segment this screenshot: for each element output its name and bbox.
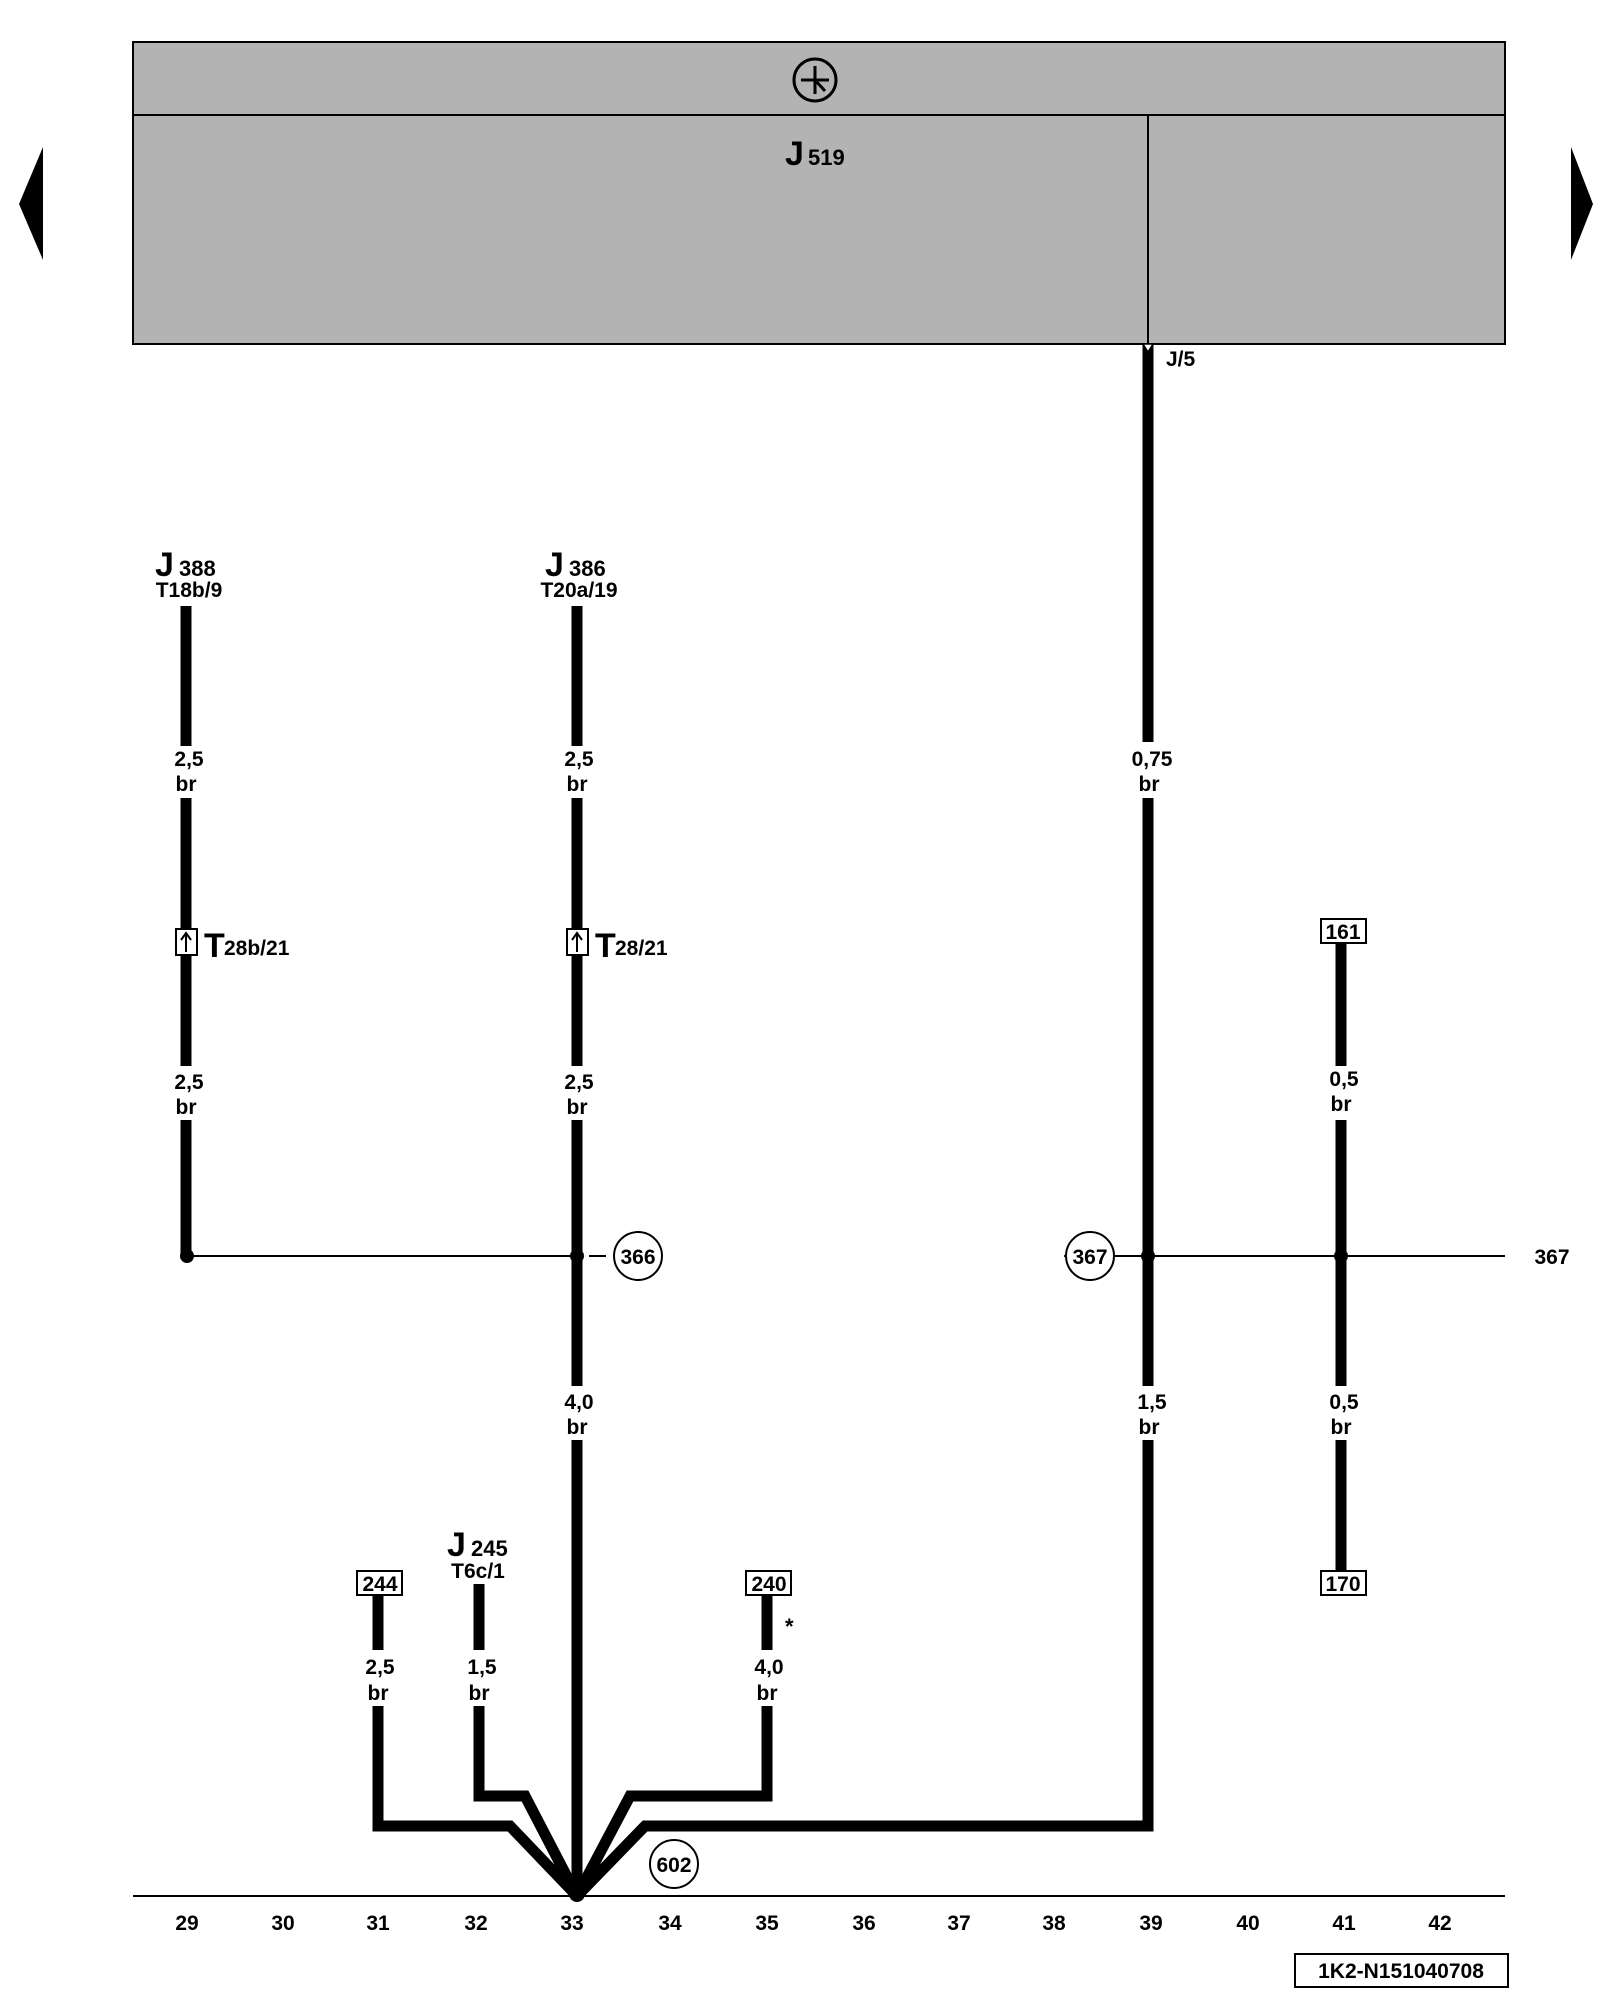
wire-size: 4,0 — [754, 1656, 783, 1679]
wire-39-bottom — [573, 1440, 1154, 1900]
next-page-icon[interactable] — [1571, 147, 1593, 260]
svg-text:366: 366 — [620, 1246, 655, 1269]
wire-color: br — [567, 1416, 588, 1439]
wire-color: br — [176, 773, 197, 796]
wire-size: 2,5 — [564, 1071, 594, 1094]
continuation-label: 367 — [1534, 1246, 1569, 1269]
wire-size: 2,5 — [564, 748, 594, 771]
track-number: 31 — [366, 1912, 390, 1935]
wire-240-bottom — [572, 1706, 773, 1899]
ground-symbol-icon — [792, 57, 838, 103]
component-number: 386 — [569, 556, 606, 581]
track-number: 36 — [852, 1912, 875, 1935]
component-pin: T18b/9 — [156, 579, 223, 602]
track-number: 29 — [175, 1912, 198, 1935]
wire-color: br — [1139, 1416, 1160, 1439]
pin-label-j5: J/5 — [1166, 348, 1196, 371]
component-j245: J 245 T6c/1 — [447, 1526, 508, 1583]
ground-point-366[interactable]: 366 — [613, 1231, 663, 1281]
reference-244[interactable]: 244 — [356, 1570, 403, 1596]
ground-point-367[interactable]: 367 — [1065, 1231, 1115, 1281]
connector-t28b: T 28b/21 — [175, 927, 290, 965]
component-pin: T20a/19 — [540, 579, 617, 602]
component-j388: J 388 T18b/9 — [155, 546, 222, 602]
wire-color: br — [469, 1682, 490, 1705]
track-number: 37 — [947, 1912, 970, 1935]
footnote-asterisk: * — [785, 1614, 794, 1639]
wire-color: br — [368, 1682, 389, 1705]
junction-dot — [180, 1249, 194, 1263]
previous-page-icon[interactable] — [19, 147, 43, 260]
component-name: J — [155, 546, 174, 584]
wire-color: br — [1331, 1093, 1352, 1116]
wire-j245-bottom — [473, 1706, 582, 1899]
junction-dot — [1141, 1249, 1155, 1263]
wire-size: 1,5 — [467, 1656, 497, 1679]
wire-size: 2,5 — [365, 1656, 395, 1679]
wire-color: br — [1139, 773, 1160, 796]
component-number: 245 — [471, 1536, 508, 1561]
component-j386: J 386 T20a/19 — [540, 546, 617, 602]
wire-size: 2,5 — [174, 748, 204, 771]
track-numbers: 29 30 31 32 33 34 35 36 37 38 39 40 41 4… — [175, 1912, 1451, 1935]
junction-dot — [1334, 1249, 1348, 1263]
wire-size: 2,5 — [174, 1071, 204, 1094]
wire-color: br — [567, 773, 588, 796]
diagram-code: 1K2-N151040708 — [1294, 1953, 1509, 1988]
wire-size: 4,0 — [564, 1391, 593, 1414]
wire-color: br — [1331, 1416, 1352, 1439]
reference-240[interactable]: 240 — [745, 1570, 792, 1596]
svg-text:170: 170 — [1325, 1573, 1360, 1596]
connector-pin: 28/21 — [615, 937, 668, 960]
component-pin: T6c/1 — [451, 1560, 505, 1583]
connector-pin: 28b/21 — [224, 937, 290, 960]
reference-161[interactable]: 161 — [1320, 918, 1367, 944]
wire-size: 0,5 — [1329, 1068, 1359, 1091]
svg-text:240: 240 — [751, 1573, 786, 1596]
wire-color: br — [567, 1096, 588, 1119]
wire-labels: 2,5 br 2,5 br 2,5 br 2,5 br 4,0 br 0,75 … — [174, 748, 1359, 1705]
control-unit-name: J — [785, 135, 804, 173]
wire-size: 0,75 — [1132, 748, 1173, 771]
connector-name: T — [595, 927, 616, 965]
connector-t28: T 28/21 — [566, 927, 668, 965]
junction-dot — [570, 1249, 584, 1263]
track-number: 41 — [1332, 1912, 1356, 1935]
track-number: 34 — [658, 1912, 682, 1935]
track-number: 30 — [271, 1912, 294, 1935]
track-number: 35 — [755, 1912, 779, 1935]
wire-size: 1,5 — [1137, 1391, 1167, 1414]
track-number: 39 — [1139, 1912, 1162, 1935]
pin-arrow-icon — [1141, 343, 1155, 354]
svg-text:602: 602 — [656, 1854, 691, 1877]
junction-dot — [569, 1886, 585, 1902]
wire-244-bottom — [372, 1706, 581, 1900]
track-number: 38 — [1042, 1912, 1066, 1935]
control-unit-box — [132, 41, 1506, 345]
track-number: 40 — [1236, 1912, 1259, 1935]
wire-size: 0,5 — [1329, 1391, 1359, 1414]
component-name: J — [545, 546, 564, 584]
svg-text:161: 161 — [1325, 921, 1360, 944]
reference-170[interactable]: 170 — [1320, 1570, 1367, 1596]
ground-point-602[interactable]: 602 — [649, 1839, 699, 1889]
control-unit-number: 519 — [808, 145, 845, 170]
svg-text:367: 367 — [1072, 1246, 1107, 1269]
track-number: 33 — [560, 1912, 583, 1935]
svg-text:244: 244 — [362, 1573, 397, 1596]
component-number: 388 — [179, 556, 216, 581]
component-name: J — [447, 1526, 466, 1564]
wire-color: br — [757, 1682, 778, 1705]
connector-name: T — [204, 927, 225, 965]
track-number: 42 — [1428, 1912, 1451, 1935]
svg-text:1K2-N151040708: 1K2-N151040708 — [1318, 1960, 1484, 1983]
track-number: 32 — [464, 1912, 487, 1935]
wire-color: br — [176, 1096, 197, 1119]
